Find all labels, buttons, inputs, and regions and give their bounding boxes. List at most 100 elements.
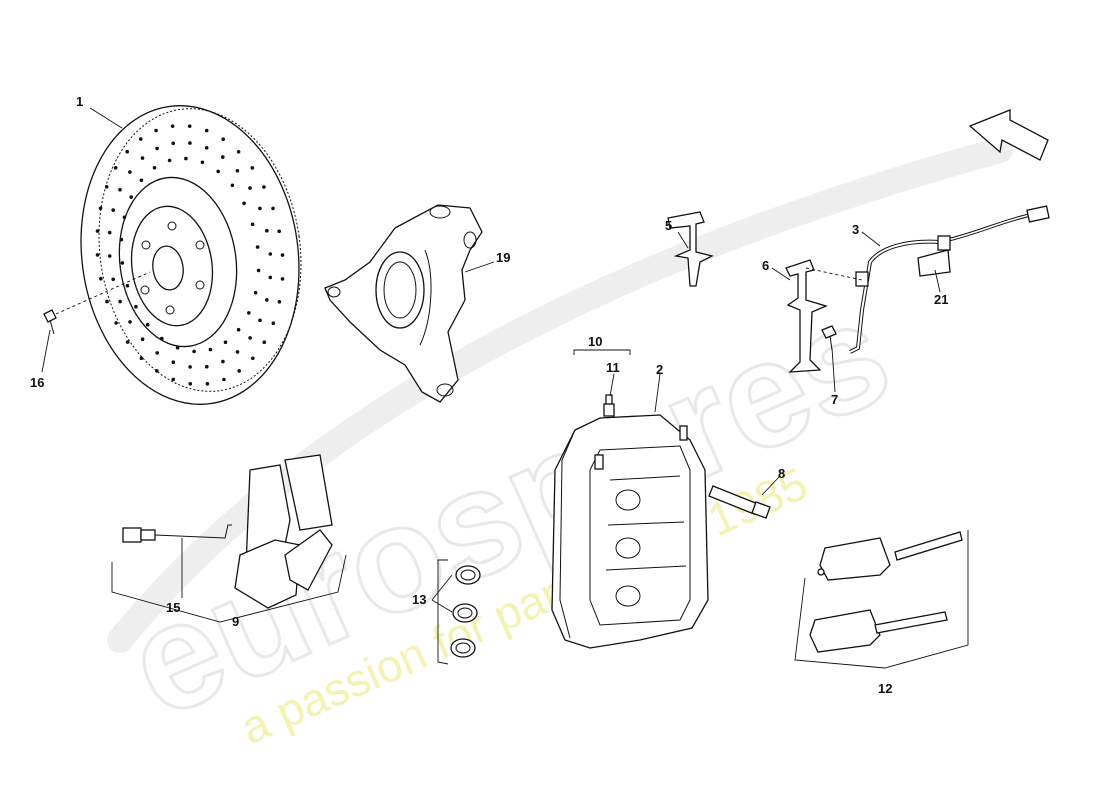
disc-drill-hole xyxy=(250,222,255,227)
callout-3: 3 xyxy=(852,222,859,237)
callout-19: 19 xyxy=(496,250,510,265)
disc-drill-hole xyxy=(256,268,261,273)
disc-drill-hole xyxy=(280,253,285,257)
disc-drill-hole xyxy=(216,169,220,174)
disc-drill-hole xyxy=(248,336,252,340)
disc-drill-hole xyxy=(139,137,143,141)
disc-drill-hole xyxy=(262,185,266,189)
disc-drill-hole xyxy=(155,146,159,151)
bracket-6 xyxy=(785,259,828,373)
bracket-13 xyxy=(437,559,449,665)
disc-drill-hole xyxy=(105,299,109,304)
disc-drill-hole xyxy=(129,195,133,199)
bracket-bolt xyxy=(821,325,837,351)
disc-drill-hole xyxy=(230,183,235,188)
disc-drill-hole xyxy=(205,364,209,369)
disc-drill-hole xyxy=(160,336,164,341)
disc-drill-hole xyxy=(118,299,122,304)
caliper-piston-face xyxy=(589,445,691,626)
disc-bolt-holes xyxy=(140,221,205,315)
disc-drill-hole xyxy=(255,245,260,249)
disc-drill-hole xyxy=(120,261,125,265)
piston-seals xyxy=(450,565,481,658)
disc-drill-hole xyxy=(171,377,176,382)
disc-drill-hole xyxy=(95,229,100,233)
disc-drill-hole xyxy=(251,356,255,361)
bracket-9 xyxy=(111,554,347,623)
disc-drill-hole xyxy=(221,155,225,159)
disc-drill-hole xyxy=(111,277,115,282)
disc-drill-hole xyxy=(111,208,115,212)
caliper-bleed-nipple xyxy=(594,454,604,470)
disc-center-bore xyxy=(152,245,184,291)
disc-drill-hole xyxy=(175,345,180,350)
disc-drill-hole xyxy=(271,321,276,326)
screw-fit-line xyxy=(55,271,151,315)
callout-12: 12 xyxy=(878,681,892,696)
bracket-10 xyxy=(573,349,631,355)
disc-drill-hole xyxy=(265,228,269,233)
disc-drill-hole xyxy=(265,298,269,302)
disc-drill-hole xyxy=(171,141,175,146)
disc-drill-hole xyxy=(221,359,225,364)
hose-grommet xyxy=(937,235,951,251)
bracket-5 xyxy=(667,211,714,287)
disc-drill-hole xyxy=(152,166,157,170)
disc-drill-hole xyxy=(134,304,138,309)
disc-drill-hole xyxy=(247,311,251,315)
callout-8: 8 xyxy=(778,466,785,481)
disc-edge-vents xyxy=(98,108,302,392)
disc-drill-hole xyxy=(204,128,209,133)
disc-drill-hole xyxy=(140,337,145,342)
disc-drill-hole xyxy=(125,340,130,344)
hose-clip xyxy=(917,249,951,277)
disc-drill-hole xyxy=(235,350,240,354)
disc-drill-hole xyxy=(188,365,192,369)
disc-drill-hole xyxy=(113,166,118,170)
disc-drill-hole xyxy=(95,253,100,257)
disc-drill-hole xyxy=(114,321,118,325)
brake-caliper xyxy=(551,414,709,649)
disc-drill-hole xyxy=(155,369,159,373)
caliper-pin xyxy=(708,485,771,519)
disc-drill-hole xyxy=(122,215,127,220)
callout-2: 2 xyxy=(656,362,663,377)
disc-drill-hole xyxy=(258,318,262,323)
disc-drill-hole xyxy=(107,254,112,258)
disc-drill-hole xyxy=(221,137,225,141)
callout-13: 13 xyxy=(412,592,426,607)
brake-hose xyxy=(805,205,1050,354)
disc-drill-hole xyxy=(223,340,228,345)
disc-drill-hole xyxy=(184,156,188,161)
disc-drill-hole xyxy=(192,349,196,354)
disc-screw xyxy=(43,271,151,335)
disc-drill-hole xyxy=(118,187,122,192)
leader-lines xyxy=(41,107,969,669)
callout-labels: 1 2 3 5 6 7 8 9 10 11 12 13 15 16 19 21 xyxy=(30,94,948,696)
disc-drill-hole xyxy=(271,206,275,211)
hose-connector xyxy=(1026,205,1050,223)
disc-drill-hole xyxy=(125,283,130,288)
disc-drill-hole xyxy=(128,320,132,324)
disc-drill-hole xyxy=(119,237,124,242)
disc-drill-hole xyxy=(107,230,112,235)
disc-drill-hole xyxy=(154,128,158,133)
disc-drill-hole xyxy=(188,382,193,386)
disc-drill-hole xyxy=(98,206,103,210)
pad-wear-sensor xyxy=(122,524,232,543)
bracket-12 xyxy=(794,530,969,669)
disc-drill-hole xyxy=(262,340,267,345)
direction-arrow-icon xyxy=(968,109,1049,161)
disc-drill-hole xyxy=(139,356,144,361)
disc-drill-hole xyxy=(280,277,285,281)
callout-1: 1 xyxy=(76,94,83,109)
disc-drill-hole xyxy=(248,186,252,190)
disc-drill-hole xyxy=(171,360,176,365)
retaining-pin-lower xyxy=(874,611,948,634)
callout-16: 16 xyxy=(30,375,44,390)
brake-pads xyxy=(234,454,333,609)
knuckle-bearing-bore xyxy=(375,251,425,329)
disc-drill-hole xyxy=(235,169,240,173)
